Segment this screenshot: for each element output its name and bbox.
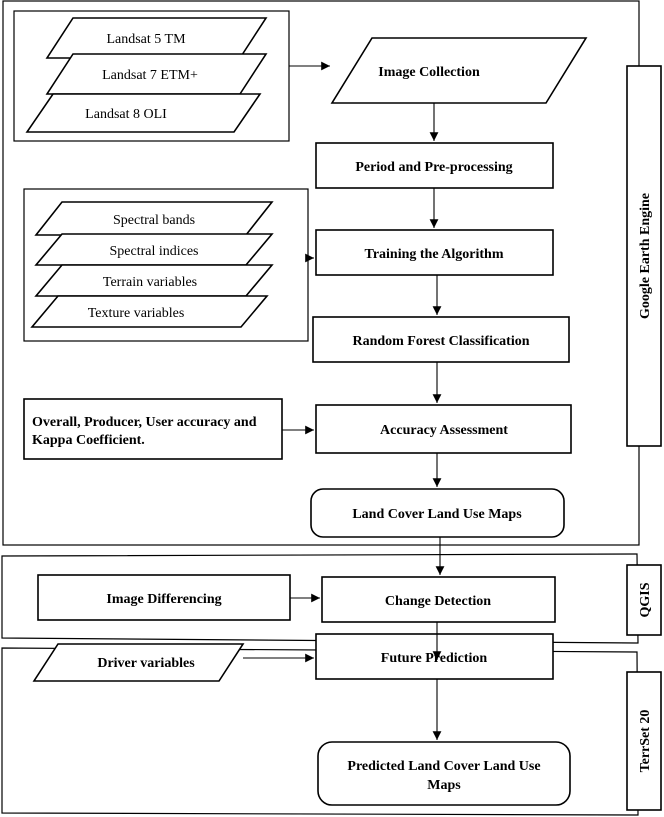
variable-label-terrain: Terrain variables: [103, 275, 197, 290]
sensor-group-frame: [13, 10, 290, 142]
variables-group-frame: [23, 188, 309, 342]
variable-label-texture: Texture variables: [88, 306, 185, 321]
image-differencing-label: Image Differencing: [106, 592, 221, 607]
change-detection-label: Change Detection: [385, 594, 491, 609]
terrset-label: TerrSet 20: [638, 710, 653, 773]
qgis-label: QGIS: [638, 582, 653, 617]
training-label: Training the Algorithm: [365, 247, 504, 262]
accuracy-assessment-label: Accuracy Assessment: [380, 423, 508, 438]
future-prediction-label: Future Prediction: [381, 651, 488, 666]
gee-label: Google Earth Engine: [638, 193, 653, 319]
terrset-label-box: [626, 671, 662, 811]
driver-variables-label: Driver variables: [97, 656, 195, 671]
image-collection-box: [330, 37, 588, 104]
sensor-layer-landsat8: [25, 93, 262, 133]
variable-label-spectral-bands: Spectral bands: [113, 213, 195, 228]
lulc-maps-label: Land Cover Land Use Maps: [352, 507, 522, 522]
variable-layer-texture: [30, 295, 269, 328]
driver-variables-box: [32, 643, 245, 682]
preprocessing-box: [315, 142, 554, 189]
rf-classification-box: [312, 316, 570, 363]
sensor-label-landsat8: Landsat 8 OLI: [85, 107, 167, 122]
qgis-label-box: [626, 564, 662, 636]
rf-classification-label: Random Forest Classification: [352, 334, 529, 349]
lulc-maps-box: [310, 488, 565, 538]
sensor-label-landsat5: Landsat 5 TM: [106, 32, 186, 47]
predicted-maps-box: [317, 741, 571, 806]
accuracy-assessment-box: [315, 404, 572, 454]
change-detection-box: [321, 576, 556, 623]
image-differencing-box: [37, 574, 291, 621]
training-box: [315, 229, 554, 276]
variable-label-spectral-indices: Spectral indices: [109, 244, 198, 259]
sensor-label-landsat7: Landsat 7 ETM+: [102, 68, 198, 83]
image-collection-label: Image Collection: [378, 65, 480, 80]
preprocessing-label: Period and Pre-processing: [355, 160, 512, 175]
accuracy-metrics-line2: Kappa Coefficient.: [32, 433, 145, 448]
accuracy-metrics-line1: Overall, Producer, User accuracy and: [32, 415, 257, 430]
gee-label-box: [626, 65, 662, 447]
predicted-maps-line2: Maps: [427, 778, 461, 793]
qgis-section-frame: [1, 553, 639, 644]
predicted-maps-line1: Predicted Land Cover Land Use: [347, 759, 540, 774]
accuracy-metrics-box: [23, 398, 283, 460]
